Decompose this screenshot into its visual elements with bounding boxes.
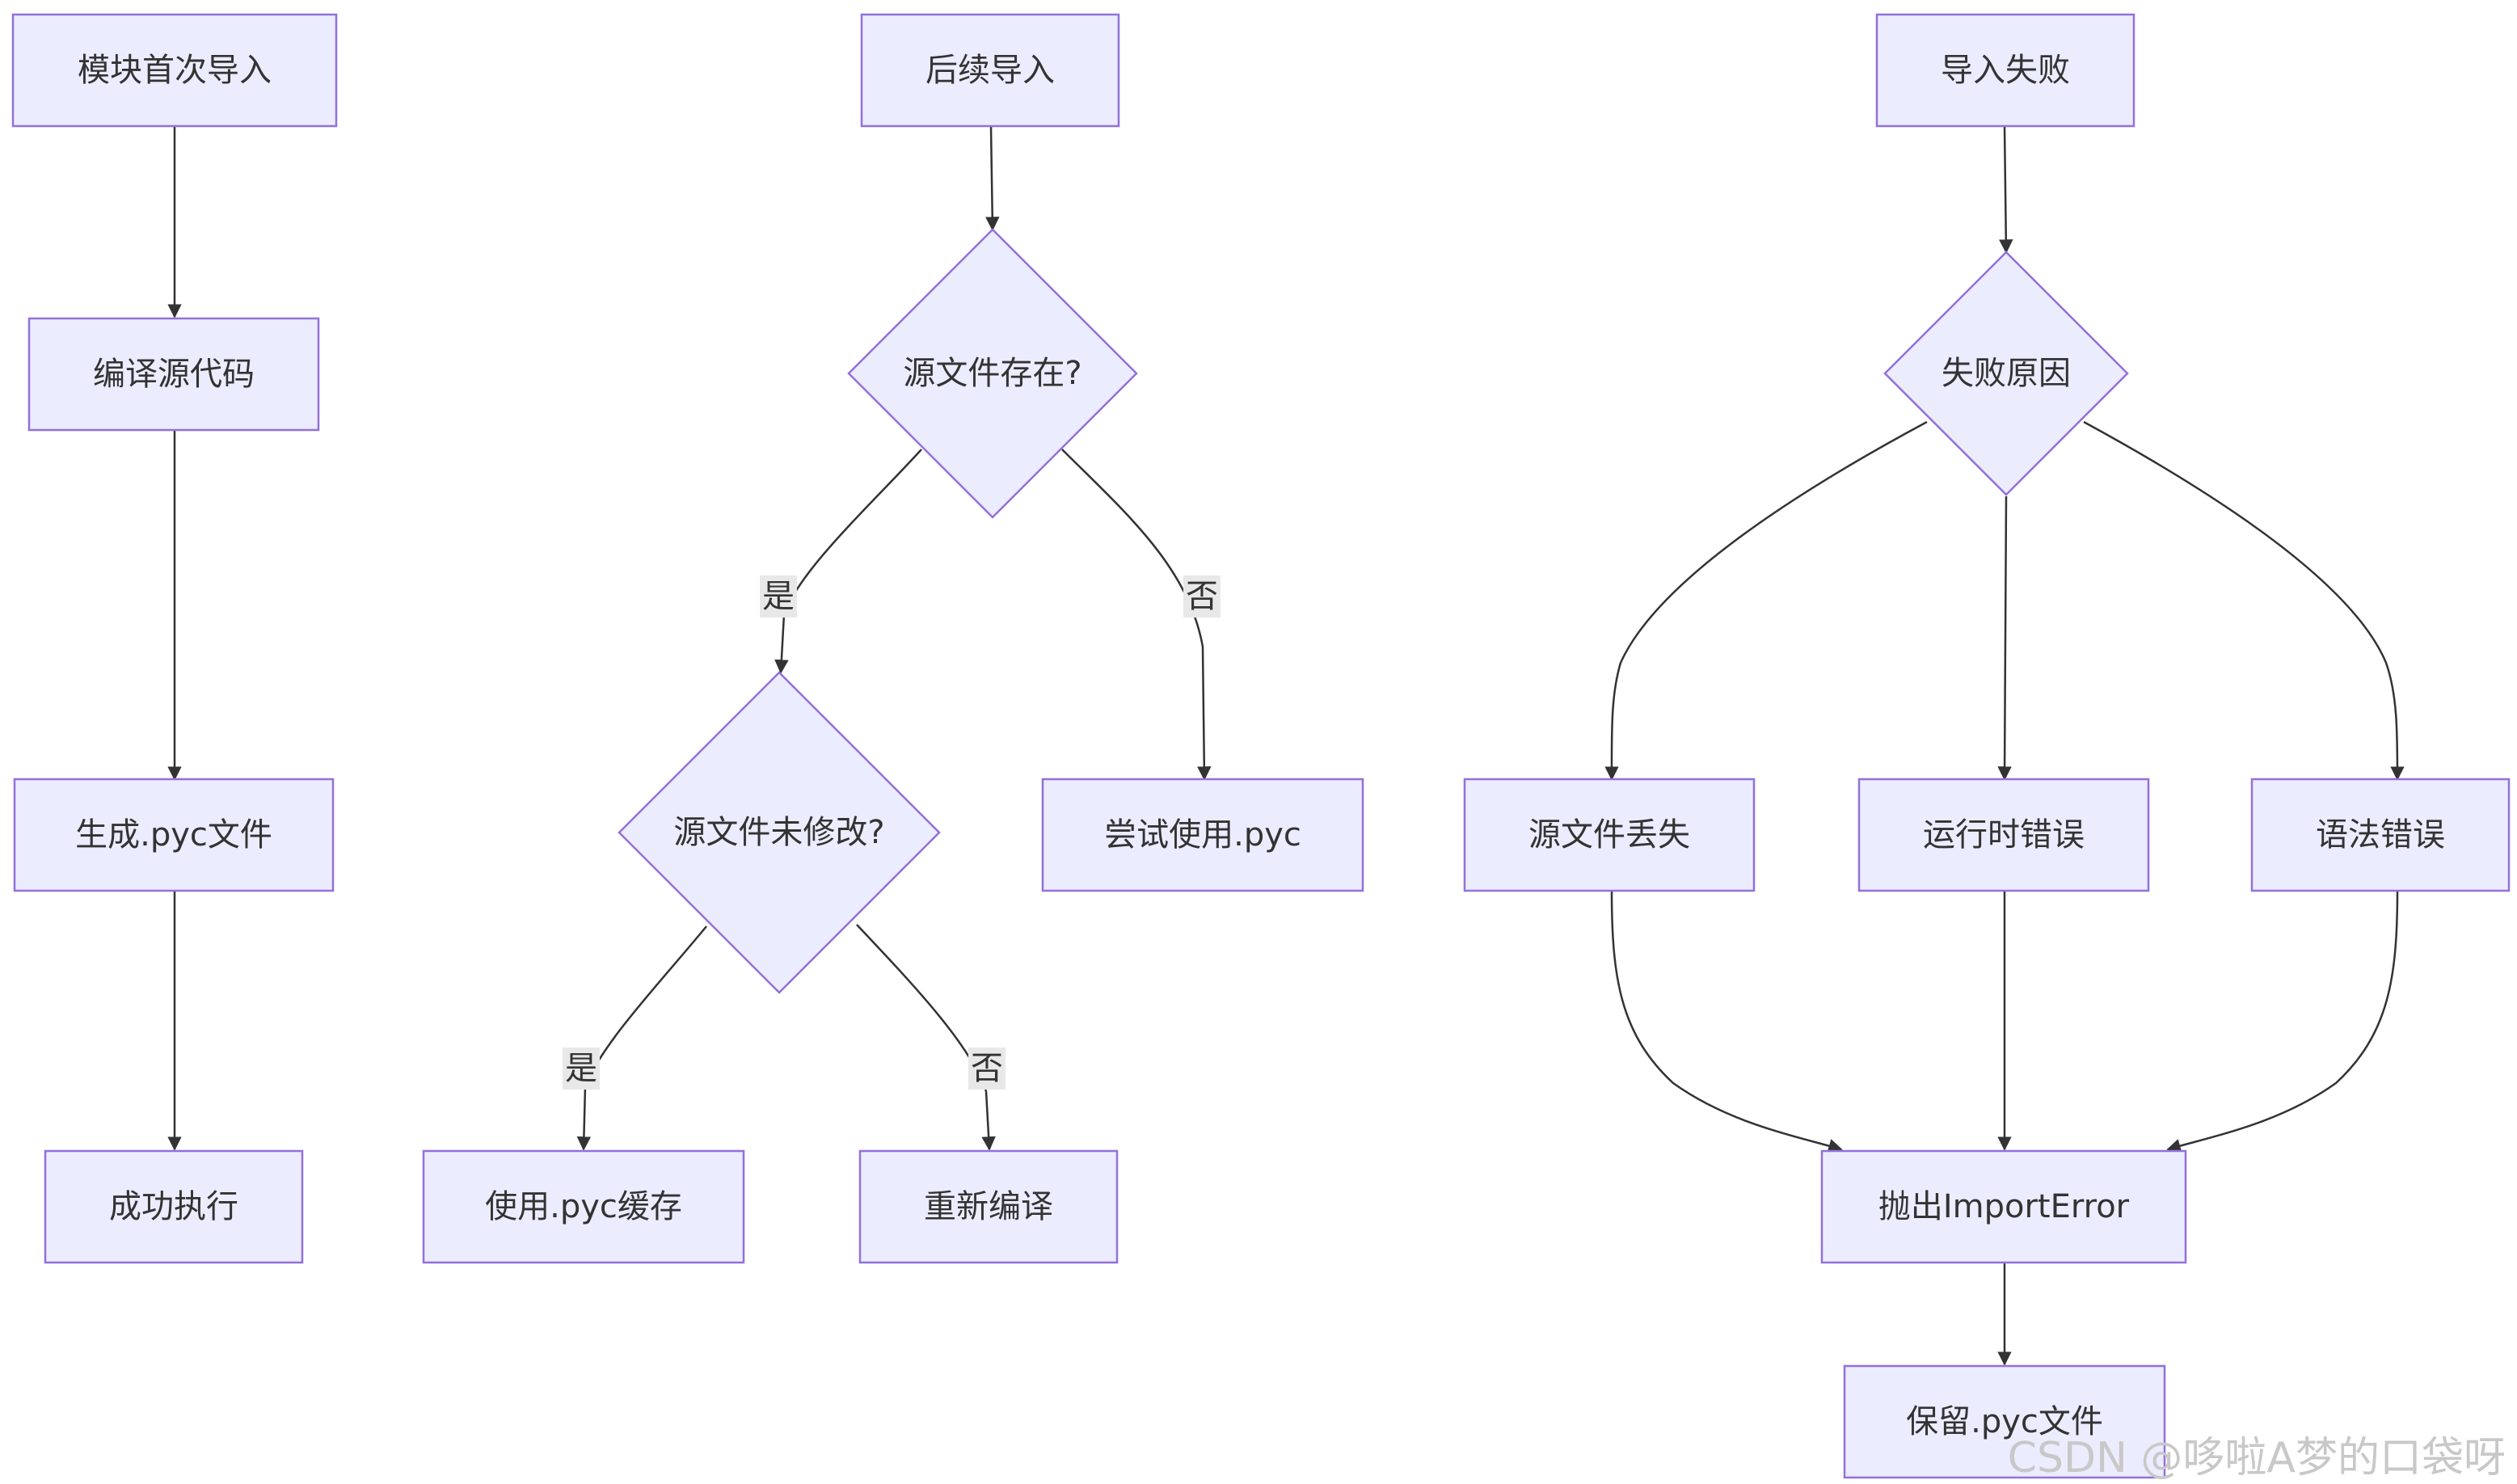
edge-unmodified-no — [856, 924, 996, 1151]
node-source-missing: 源文件丢失 — [1463, 778, 1756, 892]
watermark: CSDN @哆啦A梦的口袋呀 — [2008, 1434, 2506, 1482]
svg-text:失败原因: 失败原因 — [1942, 355, 2071, 392]
edge-source-exists-yes — [774, 449, 922, 674]
svg-text:抛出ImportError: 抛出ImportError — [1878, 1188, 2130, 1225]
node-first-import: 模块首次导入 — [11, 13, 338, 128]
svg-text:导入失败: 导入失败 — [1941, 52, 2070, 89]
svg-text:模块首次导入: 模块首次导入 — [78, 52, 272, 89]
node-syntax-error: 语法错误 — [2250, 778, 2511, 892]
svg-text:否: 否 — [971, 1050, 1003, 1087]
edge-label-unmodified-yes: 是 — [563, 1048, 600, 1090]
svg-text:否: 否 — [1186, 578, 1218, 615]
decision-failure-reason: 失败原因 — [1883, 251, 2129, 496]
edge-import-failed-to-reason — [1999, 125, 2013, 254]
node-import-failed: 导入失败 — [1875, 13, 2135, 128]
svg-text:是: 是 — [565, 1050, 597, 1087]
svg-text:源文件未修改?: 源文件未修改? — [673, 814, 884, 851]
edge-reason-to-syntax-error — [2083, 420, 2405, 781]
svg-text:语法错误: 语法错误 — [2316, 816, 2445, 854]
svg-text:尝试使用.pyc: 尝试使用.pyc — [1104, 816, 1301, 854]
edge-reason-to-runtime-error — [1997, 495, 2012, 781]
svg-text:保留.pyc文件: 保留.pyc文件 — [1906, 1403, 2103, 1440]
node-generate-pyc: 生成.pyc文件 — [13, 778, 335, 892]
svg-text:使用.pyc缓存: 使用.pyc缓存 — [485, 1188, 682, 1225]
node-raise-import-error: 抛出ImportError — [1820, 1149, 2187, 1264]
edge-unmodified-yes — [576, 925, 707, 1151]
node-use-pyc-cache: 使用.pyc缓存 — [422, 1149, 745, 1264]
edge-subsequent-to-source-exists — [985, 125, 1000, 231]
svg-text:运行时错误: 运行时错误 — [1923, 816, 2085, 854]
svg-text:编译源代码: 编译源代码 — [93, 356, 255, 393]
svg-text:源文件存在?: 源文件存在? — [903, 355, 1081, 392]
node-subsequent-import: 后续导入 — [860, 13, 1120, 128]
svg-text:CSDN @哆啦A梦的口袋呀: CSDN @哆啦A梦的口袋呀 — [2008, 1434, 2506, 1482]
node-runtime-error: 运行时错误 — [1857, 778, 2150, 892]
decision-source-exists: 源文件存在? — [847, 228, 1138, 519]
svg-text:源文件丢失: 源文件丢失 — [1528, 816, 1690, 854]
edge-source-exists-no — [1061, 449, 1212, 781]
svg-text:是: 是 — [762, 578, 795, 615]
decision-source-unmodified: 源文件未修改? — [618, 671, 941, 994]
node-compile-source: 编译源代码 — [27, 317, 320, 432]
edge-label-unmodified-no: 否 — [968, 1048, 1006, 1090]
svg-text:生成.pyc文件: 生成.pyc文件 — [75, 816, 272, 854]
edge-reason-to-source-missing — [1604, 420, 1928, 781]
svg-text:重新编译: 重新编译 — [924, 1188, 1053, 1225]
node-try-use-pyc: 尝试使用.pyc — [1041, 778, 1364, 892]
edge-label-source-exists-yes: 是 — [760, 575, 797, 618]
svg-text:成功执行: 成功执行 — [109, 1188, 238, 1225]
edge-syntax-error-to-import-error — [2166, 890, 2399, 1153]
svg-text:后续导入: 后续导入 — [925, 52, 1055, 89]
node-keep-pyc: 保留.pyc文件 — [1843, 1364, 2166, 1479]
edge-source-missing-to-import-error — [1610, 890, 1843, 1153]
node-recompile: 重新编译 — [858, 1149, 1119, 1264]
edge-label-source-exists-no: 否 — [1183, 575, 1221, 618]
node-execute-success: 成功执行 — [44, 1149, 304, 1264]
